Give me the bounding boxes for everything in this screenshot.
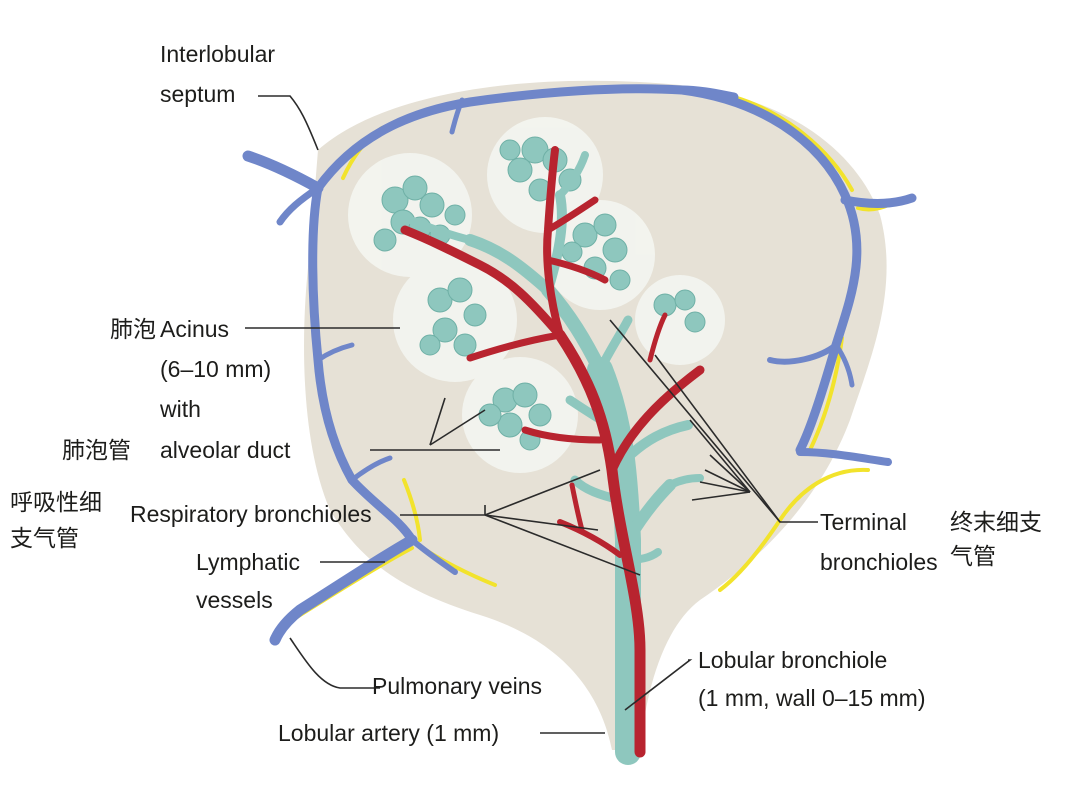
respiratory-bronchioles-label-cn-line1: 呼吸性细 <box>10 490 102 516</box>
respiratory-bronchioles-label: Respiratory bronchioles <box>130 501 372 527</box>
lymphatic-vessels-label-line2: vessels <box>196 587 273 613</box>
pulmonary-veins-label: Pulmonary veins <box>372 673 542 699</box>
acinus-label-line4: alveolar duct <box>160 437 291 463</box>
terminal-bronchioles-label-cn-line2: 气管 <box>950 544 996 570</box>
terminal-bronchioles-label-cn-line1: 终末细支 <box>950 510 1042 536</box>
lobular-bronchiole-label-line2: (1 mm, wall 0–15 mm) <box>698 685 925 711</box>
lymphatic-vessels-label-line1: Lymphatic <box>196 549 300 575</box>
interlobular-septum-label-line2: septum <box>160 81 235 107</box>
acinus-label-line1: Acinus <box>160 316 229 342</box>
respiratory-bronchioles-label-cn-line2: 支气管 <box>10 526 79 552</box>
terminal-bronchioles-label-line1: Terminal <box>820 509 907 535</box>
lobular-bronchiole-label-line1: Lobular bronchiole <box>698 647 887 673</box>
interlobular-septum-label-line1: Interlobular <box>160 41 275 67</box>
acinus-label-cn: 肺泡 <box>110 317 156 343</box>
terminal-bronchioles-label-line2: bronchioles <box>820 549 938 575</box>
lobular-artery-label: Lobular artery (1 mm) <box>278 720 499 746</box>
acinus-label-line2: (6–10 mm) <box>160 356 271 382</box>
acinus-label-line3: with <box>159 396 201 422</box>
alveolar-duct-label-cn: 肺泡管 <box>62 438 131 464</box>
